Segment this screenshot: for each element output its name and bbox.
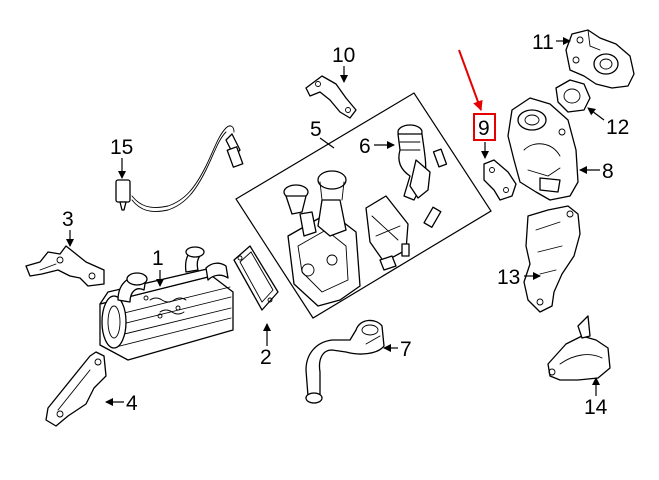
callout-3: 3 xyxy=(62,208,74,231)
part-13-heat-shield xyxy=(523,205,581,313)
part-10-bracket xyxy=(305,75,357,119)
callout-1: 1 xyxy=(152,247,164,270)
part-8-housing xyxy=(507,97,579,201)
callout-13: 13 xyxy=(497,266,520,289)
callout-11: 11 xyxy=(532,31,554,54)
callout-9: 9 xyxy=(478,117,490,140)
part-14-heat-shield xyxy=(547,315,611,381)
callout-14: 14 xyxy=(584,396,608,419)
callout-4: 4 xyxy=(126,392,138,415)
part-1-egr-cooler xyxy=(99,246,234,361)
part-15-sensor xyxy=(115,125,244,212)
callout-labels: 1 2 3 4 5 6 7 8 9 10 11 12 13 14 15 xyxy=(62,31,629,419)
part-2-gasket xyxy=(233,245,279,311)
part-7-pipe xyxy=(305,319,385,404)
part-9-bracket xyxy=(483,159,517,201)
assembly-frame-5 xyxy=(235,92,492,319)
callout-7: 7 xyxy=(400,338,412,361)
highlight-callout-9 xyxy=(458,49,496,141)
callout-12: 12 xyxy=(606,116,629,139)
part-5-egr-valve-assembly xyxy=(283,170,442,307)
part-3-bracket xyxy=(25,245,105,287)
callout-leaders xyxy=(66,37,605,406)
callout-15: 15 xyxy=(110,136,133,159)
part-6-egr-valve xyxy=(397,124,448,201)
callout-10: 10 xyxy=(332,44,355,67)
callout-5: 5 xyxy=(310,118,322,141)
part-12-gasket xyxy=(555,79,591,113)
callout-2: 2 xyxy=(260,346,272,369)
part-11-turbo-housing xyxy=(565,29,635,89)
callout-8: 8 xyxy=(602,160,614,183)
callout-6: 6 xyxy=(359,135,371,158)
part-4-bracket xyxy=(45,351,107,427)
